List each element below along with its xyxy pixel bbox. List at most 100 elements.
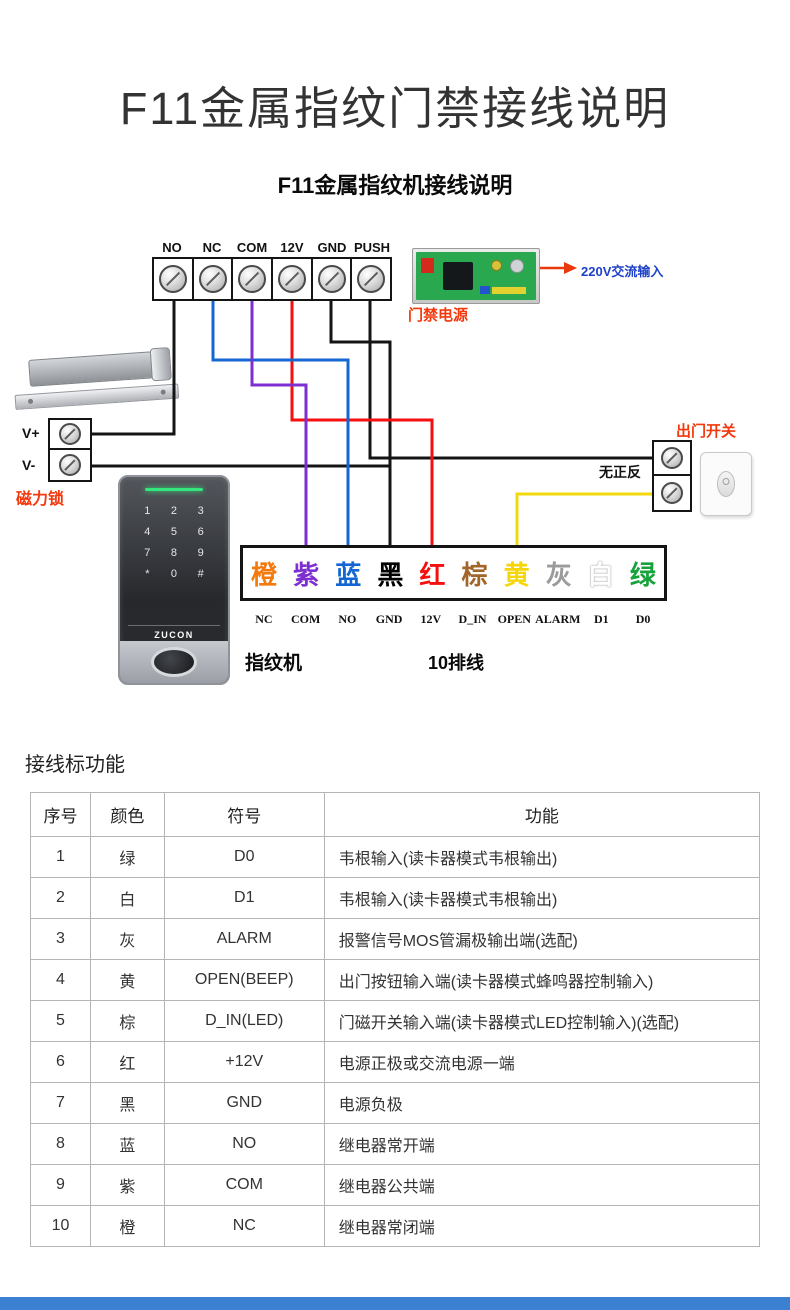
exit-terminal-block [652, 440, 692, 512]
keypad-key: 0 [170, 568, 178, 580]
terminal-label: NO [162, 240, 182, 255]
table-header-cell: 颜色 [89, 792, 165, 837]
vminus-label: V- [22, 457, 36, 473]
wire-color-char: 灰 [545, 559, 572, 590]
terminal-label: COM [236, 240, 268, 255]
table-cell: 4 [30, 959, 91, 1001]
wire-color-char: 黑 [377, 559, 404, 590]
table-cell: 2 [30, 877, 91, 919]
pin-label: NC [255, 612, 273, 626]
power-supply-image [412, 248, 540, 304]
table-cell: 黄 [89, 959, 165, 1001]
top-terminal-labels: NO NC COM 12V GND PUSH [152, 240, 392, 255]
pin-label: NO [338, 612, 357, 626]
pin-label: OPEN [497, 612, 531, 626]
cable-label: 10排线 [428, 653, 485, 673]
table-cell: 8 [30, 1123, 91, 1165]
machine-label: 指纹机 [245, 653, 303, 674]
power-arrow-icon [540, 262, 577, 274]
screw-terminal [661, 447, 683, 469]
table-cell: 电源正极或交流电源一端 [323, 1041, 761, 1083]
keypad-brand: ZUCON [127, 625, 221, 640]
wire-color-char: 橙 [251, 559, 278, 590]
keypad-key: * [145, 568, 150, 580]
keypad-key: 1 [144, 505, 151, 517]
table-cell: 10 [30, 1205, 91, 1247]
screw-terminal [198, 265, 227, 293]
table-cell: 5 [30, 1000, 91, 1042]
table-cell: NO [163, 1123, 325, 1165]
wire-color-char: 蓝 [335, 559, 362, 590]
table-cell: COM [163, 1164, 325, 1206]
table-cell: 继电器常闭端 [323, 1205, 761, 1247]
table-cell: 3 [30, 918, 91, 960]
table-cell: GND [163, 1082, 325, 1124]
table-cell: D_IN(LED) [163, 1000, 325, 1042]
wire-color-char: 绿 [629, 559, 656, 590]
terminal-label: GND [317, 240, 347, 255]
table-cell: +12V [163, 1041, 325, 1083]
terminal-block [152, 257, 392, 301]
page-title: F11金属指纹门禁接线说明 [119, 83, 671, 134]
table-cell: 9 [30, 1164, 91, 1206]
keypad-key: 3 [197, 505, 204, 517]
table-cell: 继电器公共端 [323, 1164, 761, 1206]
table-cell: 韦根输入(读卡器模式韦根输出) [323, 836, 761, 878]
table-cell: ALARM [163, 918, 325, 960]
table-cell: 蓝 [89, 1123, 165, 1165]
table-cell: D1 [163, 877, 325, 919]
pin-label: ALARM [535, 612, 581, 626]
table-cell: 黑 [89, 1082, 165, 1124]
keypad-key: 6 [197, 526, 204, 538]
wire-color-char: 黄 [503, 559, 530, 590]
screw-terminal [158, 265, 187, 293]
power-input-label: 220V交流输入 [581, 264, 664, 279]
keypad-key: 5 [170, 526, 178, 538]
screw-terminal [59, 423, 81, 445]
table-cell: 红 [89, 1041, 165, 1083]
diagram-subtitle: F11金属指纹机接线说明 [277, 173, 513, 198]
section-heading: 接线标功能 [25, 754, 125, 776]
terminal-label: 12V [280, 240, 304, 255]
pin-label: GND [375, 612, 403, 626]
table-cell: 灰 [89, 918, 165, 960]
exit-switch-plate [700, 452, 752, 516]
table-cell: 紫 [89, 1164, 165, 1206]
table-cell: 报警信号MOS管漏极输出端(选配) [323, 918, 761, 960]
wire-color-char: 红 [419, 559, 446, 590]
keypad-bottom-panel [120, 641, 228, 683]
table-cell: D0 [163, 836, 325, 878]
maglock-label: 磁力锁 [16, 491, 65, 508]
table-cell: OPEN(BEEP) [163, 959, 325, 1001]
terminal-label: NC [202, 240, 222, 255]
screw-terminal [59, 454, 81, 476]
bottom-accent-bar [0, 1297, 790, 1310]
pin-label: 12V [420, 612, 442, 626]
exit-switch-note: 无正反 [597, 462, 643, 482]
keypad-key: 9 [197, 547, 204, 559]
keypad-key: 4 [144, 526, 151, 538]
wire-color-char: 紫 [293, 559, 320, 590]
maglock-image [11, 339, 188, 429]
table-header-cell: 符号 [163, 792, 325, 837]
terminal-label: PUSH [353, 240, 391, 255]
psu-circuit-board [416, 252, 536, 300]
table-cell: 棕 [89, 1000, 165, 1042]
table-header-cell: 功能 [323, 792, 761, 837]
table-cell: 7 [30, 1082, 91, 1124]
